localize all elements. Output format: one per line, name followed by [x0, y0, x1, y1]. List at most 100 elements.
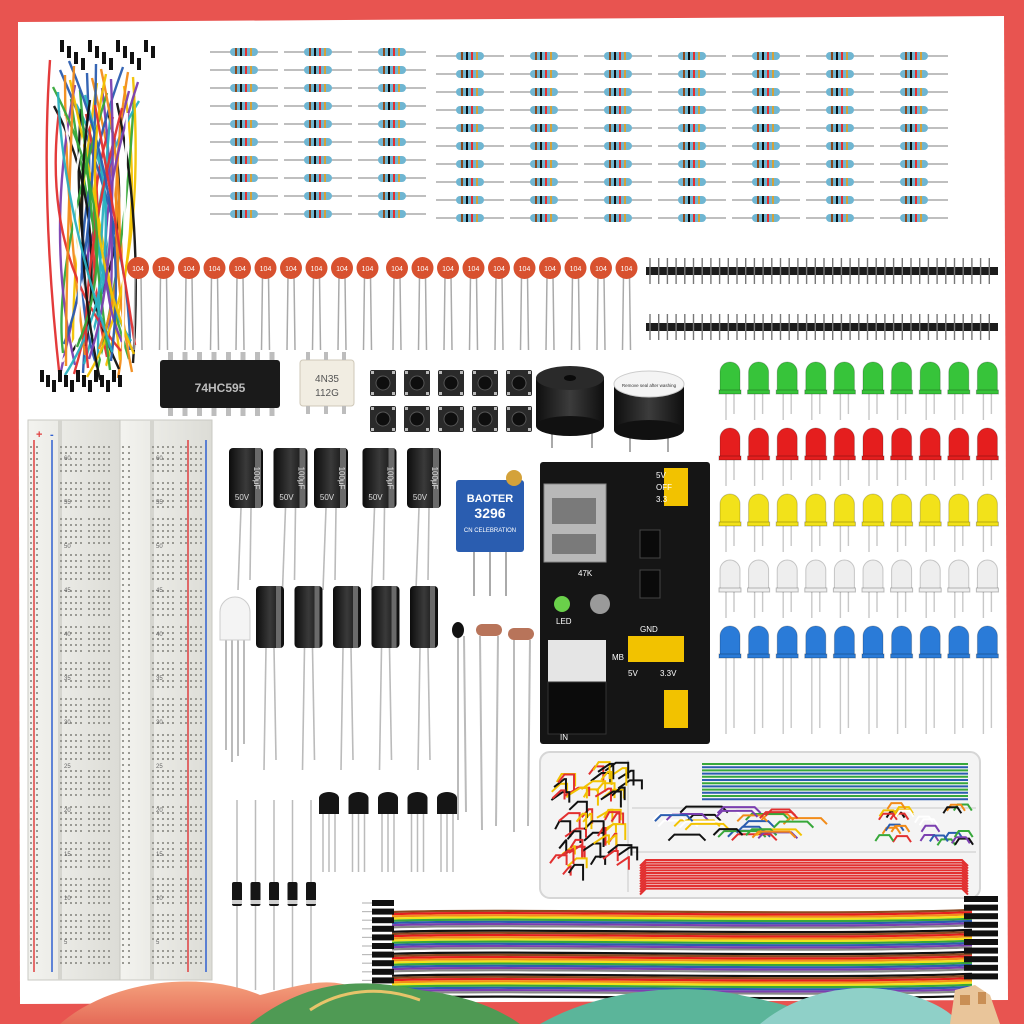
resistor [584, 124, 652, 132]
led-red [918, 427, 942, 486]
breadboard-plus-label: + [36, 429, 42, 441]
led-white [747, 559, 771, 618]
resistor [210, 120, 278, 128]
tactile-button [506, 370, 532, 396]
ceramic-capacitor-label: 104 [311, 266, 323, 273]
power-33v-label: 3.3V [660, 669, 677, 678]
resistor [880, 124, 948, 132]
led-blue [861, 625, 885, 734]
resistor [880, 178, 948, 186]
resistor [880, 52, 948, 60]
resistor [284, 192, 352, 200]
ceramic-capacitor-label: 104 [417, 266, 429, 273]
resistor [510, 52, 578, 60]
resistor [880, 214, 948, 222]
resistor [358, 138, 426, 146]
led-green [918, 361, 942, 420]
breadboard-row-number: 50 [156, 544, 163, 550]
resistor [510, 160, 578, 168]
breadboard-row-number: 60 [156, 456, 163, 462]
svg-text:50V: 50V [368, 493, 383, 502]
resistor [510, 178, 578, 186]
resistor [658, 178, 726, 186]
diode-row [232, 800, 316, 990]
resistor [284, 48, 352, 56]
resistor [584, 160, 652, 168]
led-yellow [718, 493, 742, 552]
resistor [658, 214, 726, 222]
resistor [510, 196, 578, 204]
ceramic-capacitor-label: 104 [260, 266, 272, 273]
led-green [804, 361, 828, 420]
diode [250, 800, 261, 990]
ceramic-capacitor-label: 104 [158, 266, 170, 273]
resistor [732, 142, 800, 150]
resistor [510, 214, 578, 222]
ceramic-capacitor-label: 104 [621, 266, 633, 273]
resistor [210, 174, 278, 182]
ceramic-capacitor: 104 [254, 257, 277, 351]
tactile-button [370, 370, 396, 396]
pot-model-label: 3296 [474, 505, 505, 521]
breadboard-row-number: 35 [156, 676, 163, 682]
ceramic-capacitor-label: 104 [209, 266, 221, 273]
power-5v-b-label: 5V [628, 669, 638, 678]
resistor [210, 48, 278, 56]
resistor [732, 196, 800, 204]
led-green [775, 361, 799, 420]
ceramic-capacitor: 104 [488, 257, 510, 351]
resistor [658, 52, 726, 60]
resistor [358, 120, 426, 128]
resistor [358, 192, 426, 200]
led-green [832, 361, 856, 420]
breadboard-row-number: 30 [156, 720, 163, 726]
ceramic-capacitor: 104 [386, 257, 408, 351]
breadboard-row-number: 5 [64, 940, 68, 946]
resistor [210, 84, 278, 92]
diode [269, 800, 279, 990]
led-green [975, 361, 999, 420]
led-green [747, 361, 771, 420]
breadboard-row-number: 5 [156, 940, 160, 946]
ceramic-capacitor: 104 [127, 257, 149, 351]
ceramic-capacitor: 104 [411, 257, 434, 351]
resistor [732, 88, 800, 96]
resistor [880, 160, 948, 168]
ceramic-capacitor-label: 104 [234, 266, 246, 273]
resistor [358, 102, 426, 110]
diode [306, 800, 316, 990]
led-yellow [975, 493, 999, 552]
breadboard-power-module: 5V OFF 3.3 GND LED 47K MB IN 5V 3.3V [540, 462, 710, 744]
ceramic-capacitor-label: 104 [285, 266, 297, 273]
power-33-top-label: 3.3 [656, 495, 668, 504]
led-yellow [861, 493, 885, 552]
svg-text:50V: 50V [279, 493, 294, 502]
transistor [319, 792, 339, 872]
resistor [284, 102, 352, 110]
resistor [284, 66, 352, 74]
svg-text:100μF: 100μF [252, 467, 261, 490]
led-red [947, 427, 971, 486]
resistor [584, 214, 652, 222]
tactile-button [370, 406, 396, 432]
resistor [510, 106, 578, 114]
resistor [584, 52, 652, 60]
resistor [732, 160, 800, 168]
resistor [806, 70, 874, 78]
resistor [658, 196, 726, 204]
breadboard-row-number: 45 [64, 588, 71, 594]
resistor [358, 66, 426, 74]
svg-text:100μF: 100μF [386, 467, 395, 490]
ceramic-capacitor-label: 104 [493, 266, 505, 273]
ceramic-capacitor: 104 [305, 257, 328, 351]
led-yellow [832, 493, 856, 552]
transistor [348, 792, 369, 872]
resistor [210, 156, 278, 164]
breadboard-row-number: 55 [156, 500, 163, 506]
breadboard-row-number: 10 [156, 896, 163, 902]
resistor [436, 88, 504, 96]
led-yellow [890, 493, 914, 552]
